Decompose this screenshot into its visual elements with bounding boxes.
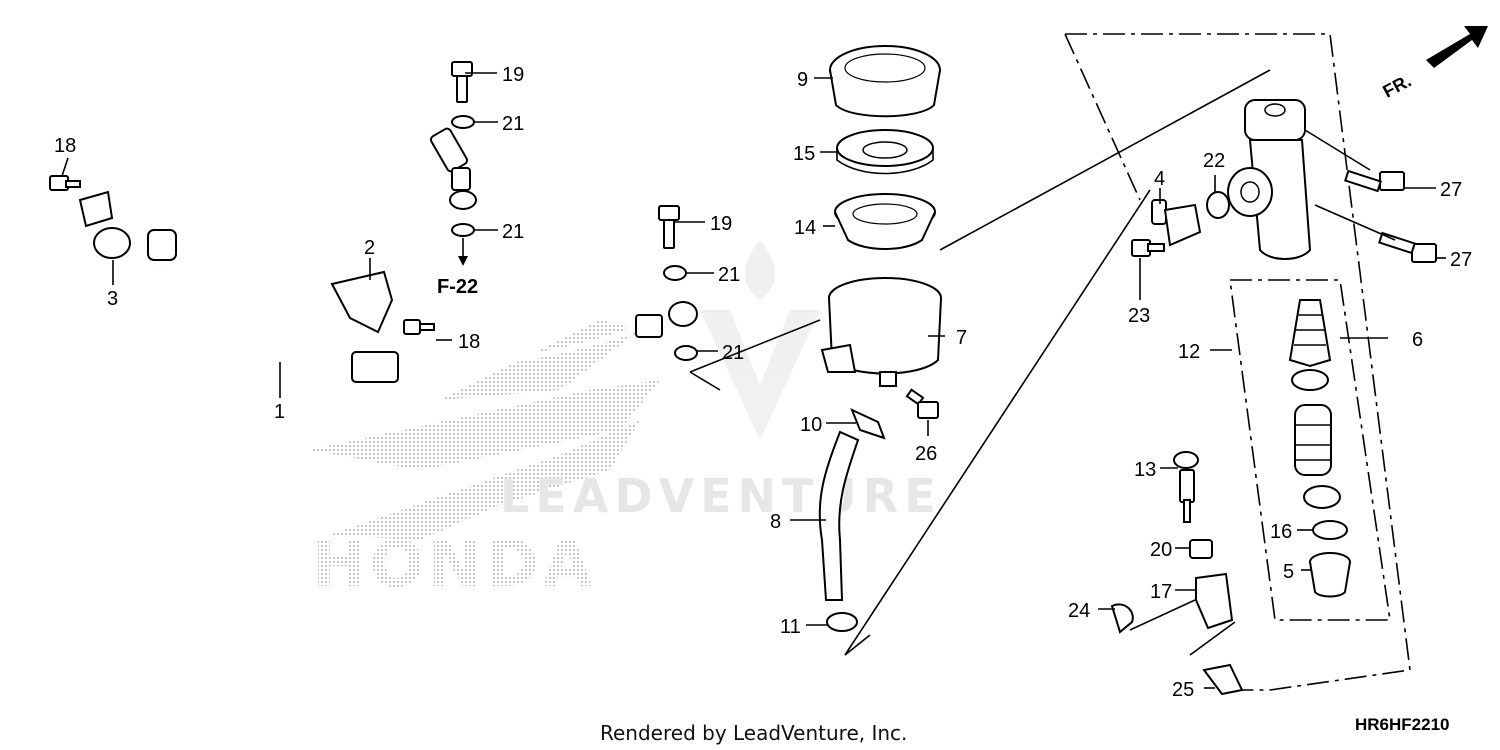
callout-10[interactable]: 10 — [800, 414, 822, 436]
callout-23[interactable]: 23 — [1128, 305, 1150, 327]
site-watermark: LEADVENTURE — [500, 469, 942, 523]
hose-clamp[interactable] — [78, 190, 131, 259]
piston[interactable] — [1294, 404, 1332, 476]
leader-line-c — [689, 371, 721, 391]
front-direction-label: FR. — [1380, 70, 1415, 101]
secondary-cup[interactable] — [1303, 485, 1341, 509]
callout-19-top[interactable]: 19 — [502, 64, 524, 86]
circlip[interactable] — [1312, 520, 1348, 540]
callout-21-b[interactable]: 21 — [502, 221, 524, 243]
callout-3[interactable]: 3 — [107, 288, 118, 310]
sealing-washer-4[interactable] — [674, 345, 698, 361]
honda-wing-watermark — [310, 320, 660, 540]
callout-24[interactable]: 24 — [1068, 600, 1090, 622]
leader-line-b — [689, 319, 821, 373]
callout-1[interactable]: 1 — [274, 401, 285, 423]
o-ring[interactable] — [1206, 191, 1230, 219]
callout-20[interactable]: 20 — [1150, 539, 1172, 561]
callout-8[interactable]: 8 — [770, 511, 781, 533]
push-rod-joint[interactable] — [1195, 572, 1234, 630]
callout-15[interactable]: 15 — [793, 143, 815, 165]
joint-screw[interactable] — [1131, 239, 1165, 257]
sealing-washer-1[interactable] — [451, 115, 475, 129]
arrow-down-icon — [458, 256, 468, 266]
footer-credit: Rendered by LeadVenture, Inc. — [600, 721, 907, 745]
callout-21-c[interactable]: 21 — [718, 264, 740, 286]
callout-11[interactable]: 11 — [780, 616, 801, 638]
leader-line-e — [844, 634, 871, 656]
bracket-bolt[interactable] — [403, 319, 435, 335]
master-cylinder-group-outline — [1065, 33, 1411, 691]
callout-19-mid[interactable]: 19 — [710, 213, 732, 235]
banjo-bolt-top[interactable] — [451, 61, 473, 103]
cotter-pin[interactable] — [1110, 603, 1134, 634]
leader-bolt-1 — [1304, 129, 1371, 171]
primary-cup[interactable] — [1291, 369, 1329, 391]
mounting-bolt-2[interactable] — [1378, 231, 1437, 263]
callout-27-a[interactable]: 27 — [1440, 179, 1462, 201]
boot[interactable] — [1309, 552, 1351, 598]
callout-13[interactable]: 13 — [1134, 459, 1156, 481]
callout-5[interactable]: 5 — [1283, 561, 1294, 583]
callout-17[interactable]: 17 — [1150, 581, 1172, 603]
clamp-bolt[interactable] — [49, 175, 81, 191]
sealing-washer-2[interactable] — [451, 223, 475, 237]
diagram-code: HR6HF2210 — [1355, 715, 1450, 734]
callout-7[interactable]: 7 — [956, 327, 967, 349]
reference-link-f22[interactable]: F-22 — [437, 276, 478, 298]
callout-9[interactable]: 9 — [797, 69, 808, 91]
brand-watermark: HONDA — [312, 528, 596, 602]
callout-25[interactable]: 25 — [1172, 679, 1194, 701]
callout-4[interactable]: 4 — [1154, 168, 1165, 190]
hose-guide-bracket[interactable] — [330, 270, 394, 334]
leader-bolt-2 — [1314, 204, 1396, 241]
callout-6[interactable]: 6 — [1412, 329, 1423, 351]
reservoir-cap[interactable] — [829, 45, 941, 118]
callout-21-d[interactable]: 21 — [722, 342, 744, 364]
master-cylinder-body[interactable] — [1227, 99, 1312, 260]
reservoir-tank[interactable] — [820, 277, 942, 387]
banjo-fitting[interactable] — [449, 190, 477, 210]
brake-hose[interactable] — [147, 88, 663, 383]
group-outline-left — [1064, 33, 1141, 201]
callout-leaders — [61, 72, 1446, 689]
piston-spring[interactable] — [1288, 299, 1332, 368]
callout-22[interactable]: 22 — [1203, 150, 1225, 172]
lock-nut[interactable] — [1189, 539, 1213, 559]
diaphragm-plate[interactable] — [836, 129, 934, 175]
leader-line-d — [844, 189, 1151, 656]
leader-cotter — [1129, 599, 1196, 631]
callout-26[interactable]: 26 — [915, 443, 937, 465]
callout-18-clamp[interactable]: 18 — [54, 135, 76, 157]
banjo-fitting-lower[interactable] — [668, 301, 698, 327]
joint-fitting[interactable] — [1151, 199, 1202, 247]
banjo-bolt-mid[interactable] — [658, 205, 680, 249]
leader-line-a — [939, 69, 1271, 251]
leadventure-logo-watermark — [700, 240, 820, 440]
callout-2[interactable]: 2 — [364, 237, 375, 259]
callout-14[interactable]: 14 — [794, 217, 816, 239]
callout-21-a[interactable]: 21 — [502, 113, 524, 135]
hose-clip-lower[interactable] — [826, 612, 858, 632]
hose-clip-upper[interactable] — [850, 408, 886, 440]
sealing-washer-3[interactable] — [663, 265, 687, 281]
diaphragm[interactable] — [834, 193, 936, 250]
callout-16[interactable]: 16 — [1270, 521, 1292, 543]
front-direction-arrow: FR. — [1380, 26, 1488, 102]
joint-pin[interactable] — [1202, 663, 1244, 696]
reservoir-screw[interactable] — [905, 388, 939, 419]
callout-27-b[interactable]: 27 — [1450, 249, 1472, 271]
push-rod[interactable] — [1173, 451, 1199, 523]
leader-pin — [1189, 621, 1236, 656]
mounting-bolt-1[interactable] — [1344, 169, 1405, 193]
callout-12[interactable]: 12 — [1178, 341, 1200, 363]
reservoir-hose[interactable] — [818, 430, 860, 601]
callout-18-bracket[interactable]: 18 — [458, 331, 480, 353]
